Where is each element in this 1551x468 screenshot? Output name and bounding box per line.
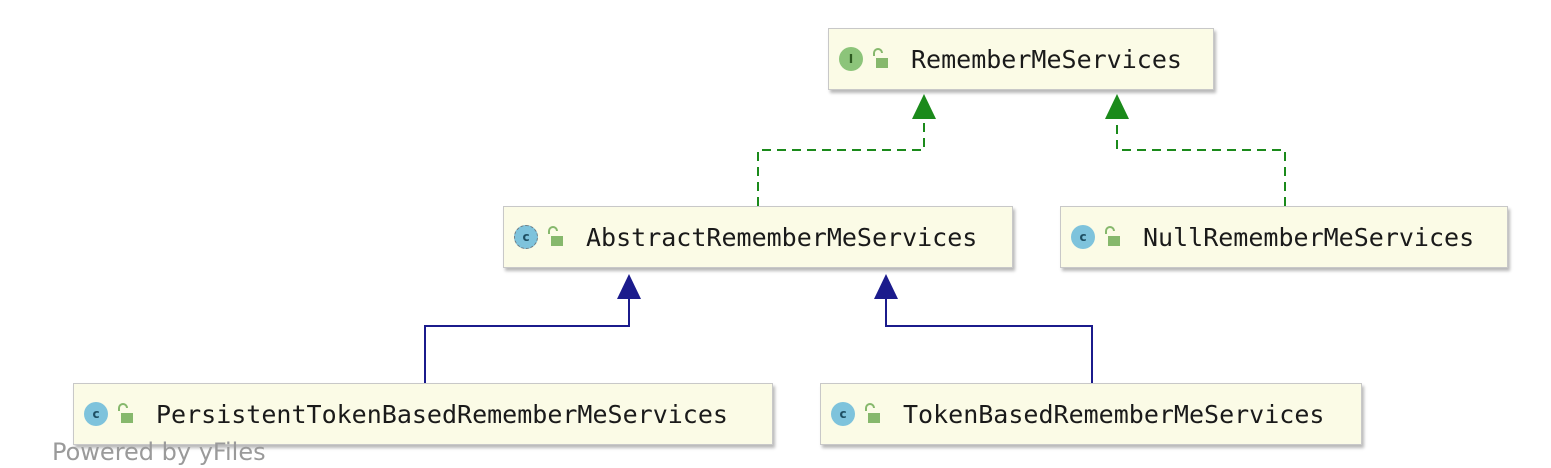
interface-icon: I	[839, 47, 863, 71]
node-null-remember-me-services[interactable]: c NullRememberMeServices	[1060, 206, 1508, 268]
node-label: RememberMeServices	[911, 44, 1182, 74]
unlocked-icon	[865, 403, 880, 423]
class-icon: c	[84, 402, 108, 426]
node-abstract-remember-me-services[interactable]: c AbstractRememberMeServices	[503, 206, 1013, 268]
inheritance-arrowhead-icon	[912, 94, 936, 119]
node-remember-me-services[interactable]: I RememberMeServices	[828, 28, 1214, 90]
edge-implements-n1-n0	[757, 118, 925, 206]
edge-extends-n4-n1	[885, 298, 1093, 383]
unlocked-icon	[873, 48, 888, 68]
node-label: NullRememberMeServices	[1143, 222, 1475, 252]
unlocked-icon	[118, 403, 133, 423]
node-token-based-remember-me-services[interactable]: c TokenBasedRememberMeServices	[820, 383, 1362, 445]
unlocked-icon	[1105, 226, 1120, 246]
node-label: AbstractRememberMeServices	[586, 222, 978, 252]
node-label: PersistentTokenBasedRememberMeServices	[156, 399, 728, 429]
inheritance-arrowhead-icon	[1105, 94, 1129, 119]
edge-extends-n3-n1	[424, 298, 630, 383]
node-label: TokenBasedRememberMeServices	[903, 399, 1325, 429]
node-persistent-token-based-remember-me-services[interactable]: c PersistentTokenBasedRememberMeServices	[73, 383, 773, 445]
unlocked-icon	[548, 226, 563, 246]
edge-implements-n2-n0	[1116, 118, 1286, 206]
class-icon: c	[831, 402, 855, 426]
inheritance-arrowhead-icon	[617, 274, 641, 299]
inheritance-arrowhead-icon	[874, 274, 898, 299]
abstract-class-icon: c	[514, 225, 538, 249]
powered-by-footer: Powered by yFiles	[52, 438, 266, 466]
class-icon: c	[1071, 225, 1095, 249]
